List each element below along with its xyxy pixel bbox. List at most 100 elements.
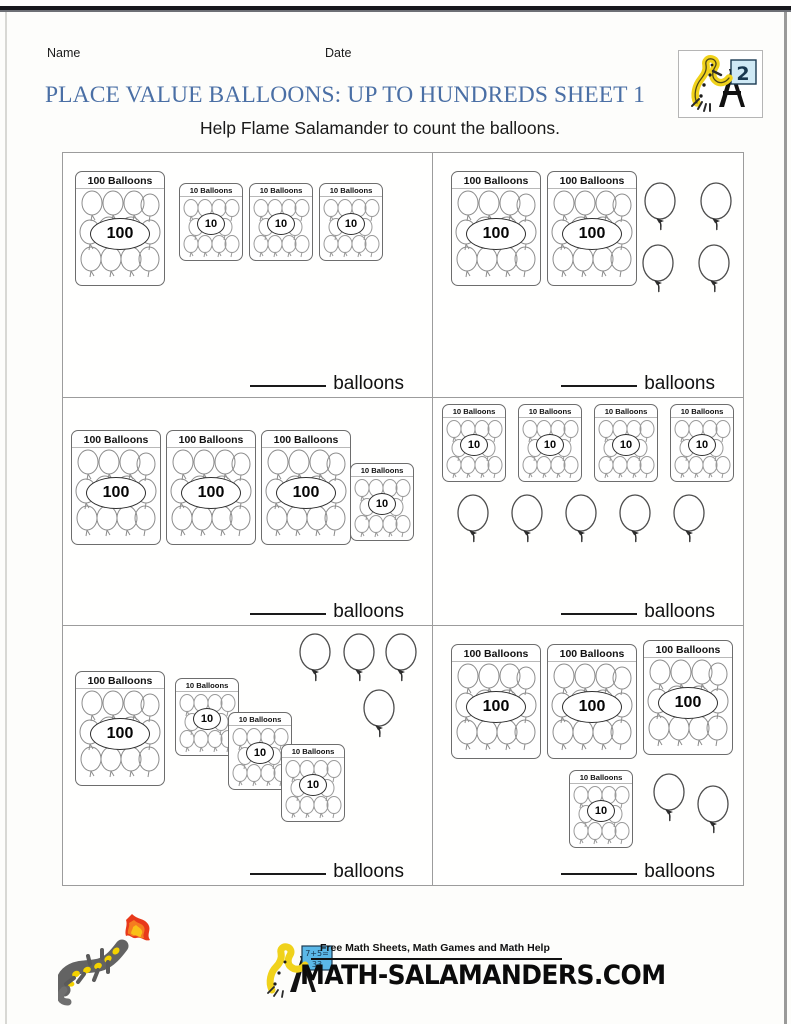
answer-line[interactable]: balloons <box>250 858 404 883</box>
loose-balloon[interactable] <box>455 493 493 543</box>
hundred-card-value: 100 <box>90 218 150 250</box>
hundred-card[interactable]: 100 Balloons 100 <box>547 171 637 286</box>
hundred-card-title: 100 Balloons <box>76 672 164 689</box>
loose-balloon[interactable] <box>696 243 734 293</box>
question-cell-q3: 100 Balloons 100 <box>63 398 433 626</box>
hundred-card-title: 100 Balloons <box>452 172 540 189</box>
q5-balloon-stage: 100 Balloons 100 <box>63 626 432 851</box>
ten-card-value: 10 <box>612 434 640 456</box>
loose-balloon[interactable] <box>640 243 678 293</box>
ten-card[interactable]: 10 Balloons 10 <box>670 404 734 482</box>
hundred-card-title: 100 Balloons <box>452 645 540 662</box>
loose-balloon[interactable] <box>297 632 335 682</box>
loose-balloon[interactable] <box>563 493 601 543</box>
loose-balloon[interactable] <box>642 181 680 231</box>
ten-card-title: 10 Balloons <box>180 184 242 197</box>
loose-balloon[interactable] <box>509 493 547 543</box>
loose-balloon[interactable] <box>671 493 709 543</box>
footer-url[interactable]: MATH-SALAMANDERS.COM <box>300 960 666 991</box>
hundred-card-title: 100 Balloons <box>167 431 255 448</box>
balloon-cluster-icon <box>522 420 579 479</box>
footer-brand-logo[interactable]: 7+5= 33 <box>262 940 562 998</box>
ten-card-title: 10 Balloons <box>250 184 312 197</box>
ten-card[interactable]: 10 Balloons 10 <box>319 183 383 261</box>
ten-card-title: 10 Balloons <box>595 405 657 418</box>
ten-card-title: 10 Balloons <box>443 405 505 418</box>
ten-card-value: 10 <box>368 493 396 515</box>
ten-card[interactable]: 10 Balloons 10 <box>594 404 658 482</box>
hundred-card-title: 100 Balloons <box>72 431 160 448</box>
ten-card-title: 10 Balloons <box>176 679 238 692</box>
answer-unit-label: balloons <box>644 861 715 882</box>
answer-unit-label: balloons <box>333 601 404 622</box>
hundred-card-value: 100 <box>466 218 526 250</box>
hundred-card[interactable]: 100 Balloons 100 <box>261 430 351 545</box>
flame-icon <box>125 914 150 941</box>
name-label: Name <box>47 46 81 60</box>
balloon-icon <box>385 633 417 682</box>
ten-card-value: 10 <box>460 434 488 456</box>
loose-balloon[interactable] <box>383 632 421 682</box>
answer-line[interactable]: balloons <box>561 858 715 883</box>
ten-card[interactable]: 10 Balloons 10 <box>281 744 345 822</box>
hundred-card[interactable]: 100 Balloons 100 <box>166 430 256 545</box>
loose-balloon[interactable] <box>361 688 399 738</box>
answer-line[interactable]: balloons <box>250 598 404 623</box>
hundred-card[interactable]: 100 Balloons 100 <box>547 644 637 759</box>
answer-line[interactable]: balloons <box>561 370 715 395</box>
question-cell-q5: 100 Balloons 100 <box>63 626 433 885</box>
loose-balloon[interactable] <box>698 181 736 231</box>
q3-balloon-stage: 100 Balloons 100 <box>63 398 432 591</box>
hundred-card-value: 100 <box>86 477 146 509</box>
answer-blank[interactable] <box>561 858 638 875</box>
balloon-icon <box>343 633 375 682</box>
flame-salamander-icon <box>55 914 150 1006</box>
ten-card-field <box>671 405 733 481</box>
loose-balloon[interactable] <box>617 493 655 543</box>
hundred-card-value: 100 <box>181 477 241 509</box>
question-cell-q4: 10 Balloons 10 <box>433 398 743 626</box>
answer-blank[interactable] <box>561 370 638 387</box>
ten-card[interactable]: 10 Balloons 10 <box>249 183 313 261</box>
answer-blank[interactable] <box>561 598 638 615</box>
hundred-card-title: 100 Balloons <box>548 645 636 662</box>
ten-card-title: 10 Balloons <box>282 745 344 758</box>
hundred-card[interactable]: 100 Balloons 100 <box>75 171 165 286</box>
answer-blank[interactable] <box>250 858 327 875</box>
ten-card[interactable]: 10 Balloons 10 <box>350 463 414 541</box>
hundred-card-title: 100 Balloons <box>76 172 164 189</box>
hundred-card[interactable]: 100 Balloons 100 <box>75 671 165 786</box>
hundred-card[interactable]: 100 Balloons 100 <box>451 644 541 759</box>
page-top-edge-shadow <box>0 10 791 12</box>
answer-line[interactable]: balloons <box>250 370 404 395</box>
answer-unit-label: balloons <box>644 601 715 622</box>
answer-blank[interactable] <box>250 370 327 387</box>
q2-balloon-stage: 100 Balloons 100 <box>433 153 743 363</box>
balloon-icon <box>511 494 543 543</box>
balloon-icon <box>299 633 331 682</box>
hundred-card[interactable]: 100 Balloons 100 <box>643 640 733 755</box>
page-left-edge <box>5 12 7 1024</box>
answer-blank[interactable] <box>250 598 327 615</box>
hundred-card-value: 100 <box>276 477 336 509</box>
loose-balloon[interactable] <box>695 784 733 834</box>
ten-card-value: 10 <box>197 213 225 235</box>
balloon-icon <box>698 244 730 293</box>
ten-card[interactable]: 10 Balloons 10 <box>179 183 243 261</box>
balloon-icon <box>673 494 705 543</box>
ten-card-title: 10 Balloons <box>519 405 581 418</box>
hundred-card[interactable]: 100 Balloons 100 <box>451 171 541 286</box>
salamander-easel-footer-icon: 7+5= 33 <box>266 943 333 998</box>
loose-balloon[interactable] <box>651 772 689 822</box>
grade-badge-number: 2 <box>736 63 749 85</box>
ten-card[interactable]: 10 Balloons 10 <box>569 770 633 848</box>
question-cell-q2: 100 Balloons 100 <box>433 153 743 398</box>
ten-card[interactable]: 10 Balloons 10 <box>518 404 582 482</box>
hundred-card[interactable]: 100 Balloons 100 <box>71 430 161 545</box>
answer-line[interactable]: balloons <box>561 598 715 623</box>
svg-text:33: 33 <box>312 960 322 969</box>
hundred-card-value: 100 <box>466 691 526 723</box>
loose-balloon[interactable] <box>341 632 379 682</box>
balloon-icon <box>457 494 489 543</box>
ten-card[interactable]: 10 Balloons 10 <box>442 404 506 482</box>
